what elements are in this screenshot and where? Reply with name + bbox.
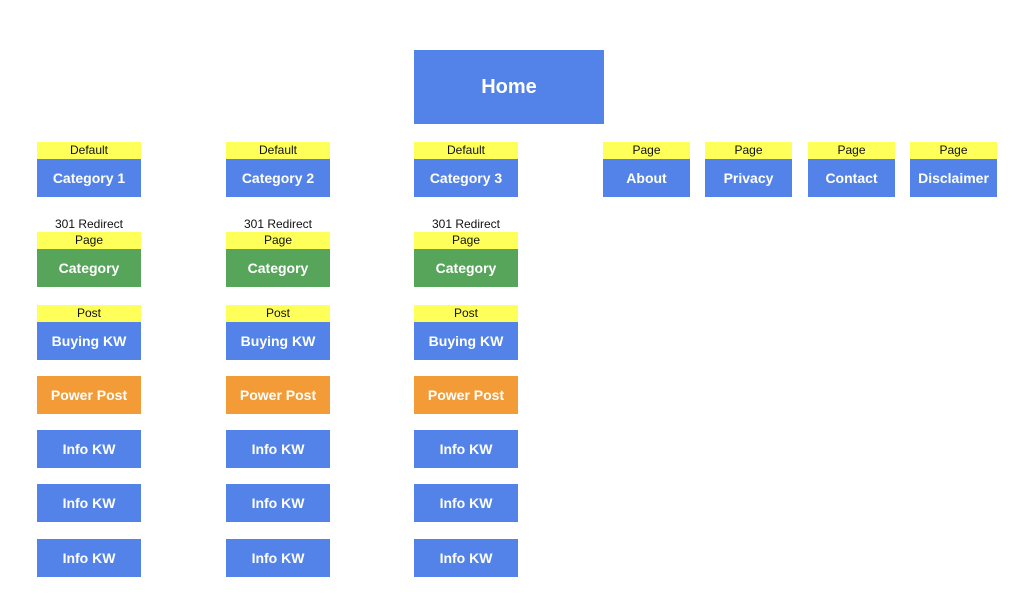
category-1-page-node: Category — [37, 249, 141, 287]
category-2-post-tag: Post — [226, 305, 330, 322]
category-3-info-kw-node-3: Info KW — [414, 539, 518, 577]
category-3-power-post-node: Power Post — [414, 376, 518, 414]
category-1-post-tag: Post — [37, 305, 141, 322]
category-3-info-kw-node-1: Info KW — [414, 430, 518, 468]
category-1-power-post-node: Power Post — [37, 376, 141, 414]
disclaimer-page-tag: Page — [910, 142, 997, 159]
category-1-redirect-note: 301 Redirect — [54, 217, 124, 231]
category-2-page-tag: Page — [226, 232, 330, 249]
category-3-buying-kw-node: Buying KW — [414, 322, 518, 360]
category-3-info-kw-node-2: Info KW — [414, 484, 518, 522]
category-1-info-kw-node-2: Info KW — [37, 484, 141, 522]
category-3-post-tag: Post — [414, 305, 518, 322]
category-1-type-tag: Default — [37, 142, 141, 159]
category-2-type-tag: Default — [226, 142, 330, 159]
category-2-info-kw-node-2: Info KW — [226, 484, 330, 522]
category-1-buying-kw-node: Buying KW — [37, 322, 141, 360]
category-1-info-kw-node-3: Info KW — [37, 539, 141, 577]
privacy-page-node: Privacy — [705, 159, 792, 197]
category-2-info-kw-node-3: Info KW — [226, 539, 330, 577]
contact-page-tag: Page — [808, 142, 895, 159]
category-1-page-tag: Page — [37, 232, 141, 249]
category-3-redirect-note: 301 Redirect — [431, 217, 501, 231]
category-2-power-post-node: Power Post — [226, 376, 330, 414]
category-2-node: Category 2 — [226, 159, 330, 197]
category-2-buying-kw-node: Buying KW — [226, 322, 330, 360]
category-3-type-tag: Default — [414, 142, 518, 159]
category-3-page-node: Category — [414, 249, 518, 287]
about-page-tag: Page — [603, 142, 690, 159]
disclaimer-page-node: Disclaimer — [910, 159, 997, 197]
about-page-node: About — [603, 159, 690, 197]
category-3-node: Category 3 — [414, 159, 518, 197]
category-1-info-kw-node-1: Info KW — [37, 430, 141, 468]
category-2-page-node: Category — [226, 249, 330, 287]
privacy-page-tag: Page — [705, 142, 792, 159]
home-node: Home — [414, 50, 604, 124]
category-2-info-kw-node-1: Info KW — [226, 430, 330, 468]
category-2-redirect-note: 301 Redirect — [243, 217, 313, 231]
category-3-page-tag: Page — [414, 232, 518, 249]
contact-page-node: Contact — [808, 159, 895, 197]
category-1-node: Category 1 — [37, 159, 141, 197]
